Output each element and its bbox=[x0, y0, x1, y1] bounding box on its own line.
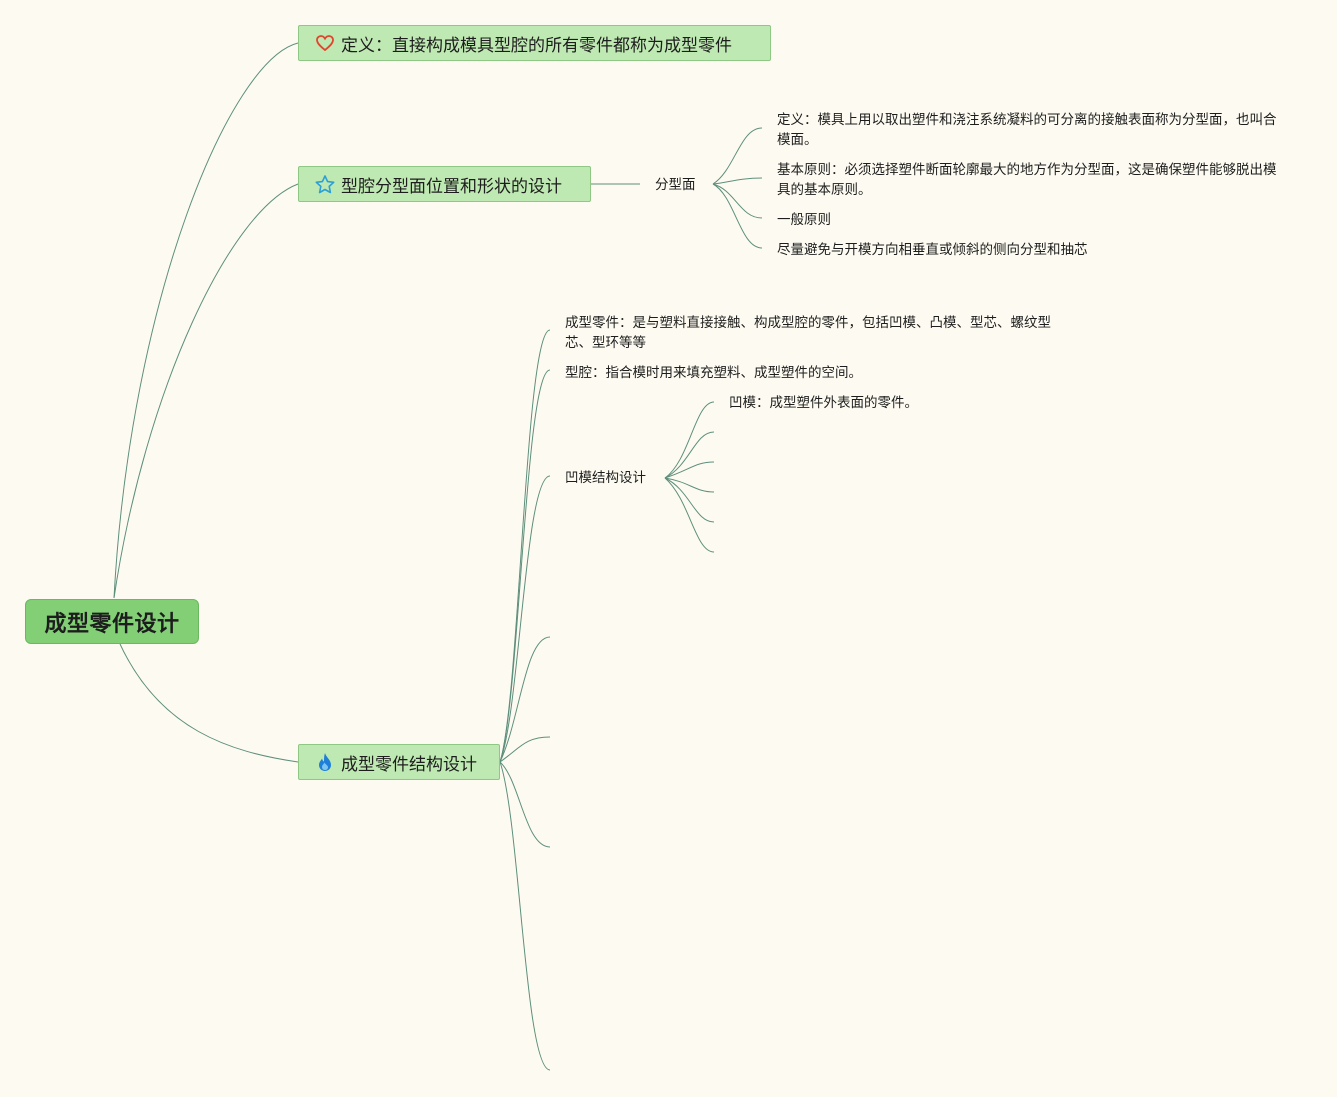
parting-item-basic-principle[interactable]: 基本原则：必须选择塑件断面轮廓最大的地方作为分型面，这是确保塑件能够脱出模具的基… bbox=[777, 160, 1277, 200]
connector-root-cavity bbox=[113, 183, 299, 599]
concave-item-definition[interactable]: 凹模：成型塑件外表面的零件。 bbox=[729, 393, 918, 413]
connector-parting-item-2 bbox=[712, 177, 763, 185]
parting-item-general-principle[interactable]: 一般原则 bbox=[777, 210, 831, 230]
connector-parting-item-1 bbox=[712, 127, 763, 185]
connector-struct-empty-1 bbox=[499, 636, 551, 763]
parting-item-general-principle-text: 一般原则 bbox=[777, 212, 831, 228]
structure-item-forming-part[interactable]: 成型零件：是与塑料直接接触、构成型腔的零件，包括凹模、凸模、型芯、螺纹型芯、型环… bbox=[565, 313, 1065, 353]
topic-parting-face[interactable]: 分型面 bbox=[655, 175, 696, 195]
parting-item-definition[interactable]: 定义：模具上用以取出塑件和浇注系统凝料的可分离的接触表面称为分型面，也叫合模面。 bbox=[777, 110, 1277, 150]
topic-concave-die-design-label: 凹模结构设计 bbox=[565, 470, 646, 486]
parting-item-avoid-side-core[interactable]: 尽量避免与开模方向相垂直或倾斜的侧向分型和抽芯 bbox=[777, 240, 1088, 260]
connector-struct-item-2 bbox=[499, 369, 551, 763]
connector-parting-item-3 bbox=[712, 183, 763, 219]
structure-item-forming-part-text: 成型零件：是与塑料直接接触、构成型腔的零件，包括凹模、凸模、型芯、螺纹型芯、型环… bbox=[565, 315, 1051, 351]
structure-item-cavity-text: 型腔：指合模时用来填充塑料、成型塑件的空间。 bbox=[565, 365, 862, 381]
connector-concave-empty-4 bbox=[664, 477, 715, 523]
branch-structure-design-label: 成型零件结构设计 bbox=[341, 754, 477, 775]
star-icon bbox=[315, 174, 335, 194]
fire-icon bbox=[315, 752, 335, 772]
structure-item-cavity[interactable]: 型腔：指合模时用来填充塑料、成型塑件的空间。 bbox=[565, 363, 862, 383]
connector-parting-item-4 bbox=[712, 183, 763, 249]
connector-root-structure bbox=[119, 643, 299, 763]
topic-parting-face-label: 分型面 bbox=[655, 177, 696, 193]
connector-concave-empty-3 bbox=[664, 477, 715, 493]
concave-item-definition-text: 凹模：成型塑件外表面的零件。 bbox=[729, 395, 918, 411]
branch-cavity-design-label: 型腔分型面位置和形状的设计 bbox=[341, 176, 562, 197]
parting-item-avoid-side-core-text: 尽量避免与开模方向相垂直或倾斜的侧向分型和抽芯 bbox=[777, 242, 1088, 258]
connector-lines bbox=[113, 42, 763, 1071]
topic-concave-die-design[interactable]: 凹模结构设计 bbox=[565, 468, 646, 488]
connector-concave-empty-5 bbox=[664, 477, 715, 553]
connector-struct-empty-4 bbox=[499, 761, 551, 1071]
heart-icon bbox=[315, 33, 335, 53]
branch-structure-design[interactable]: 成型零件结构设计 bbox=[298, 744, 500, 780]
connector-concave-empty-2 bbox=[664, 461, 715, 479]
branch-definition-label: 定义：直接构成模具型腔的所有零件都称为成型零件 bbox=[341, 35, 732, 56]
connector-struct-item-1 bbox=[499, 329, 551, 763]
branch-cavity-design[interactable]: 型腔分型面位置和形状的设计 bbox=[298, 166, 591, 202]
branch-definition[interactable]: 定义：直接构成模具型腔的所有零件都称为成型零件 bbox=[298, 25, 771, 61]
parting-item-definition-text: 定义：模具上用以取出塑件和浇注系统凝料的可分离的接触表面称为分型面，也叫合模面。 bbox=[777, 112, 1277, 148]
connector-struct-empty-3 bbox=[499, 761, 551, 848]
connector-root-definition bbox=[113, 42, 299, 599]
connector-concave-item-1 bbox=[664, 401, 715, 479]
connector-struct-concave bbox=[499, 475, 551, 763]
root-topic[interactable]: 成型零件设计 bbox=[25, 599, 199, 644]
root-topic-label: 成型零件设计 bbox=[44, 611, 180, 637]
connector-struct-empty-2 bbox=[499, 736, 551, 763]
parting-item-basic-principle-text: 基本原则：必须选择塑件断面轮廓最大的地方作为分型面，这是确保塑件能够脱出模具的基… bbox=[777, 162, 1277, 198]
connector-concave-empty-1 bbox=[664, 431, 715, 479]
